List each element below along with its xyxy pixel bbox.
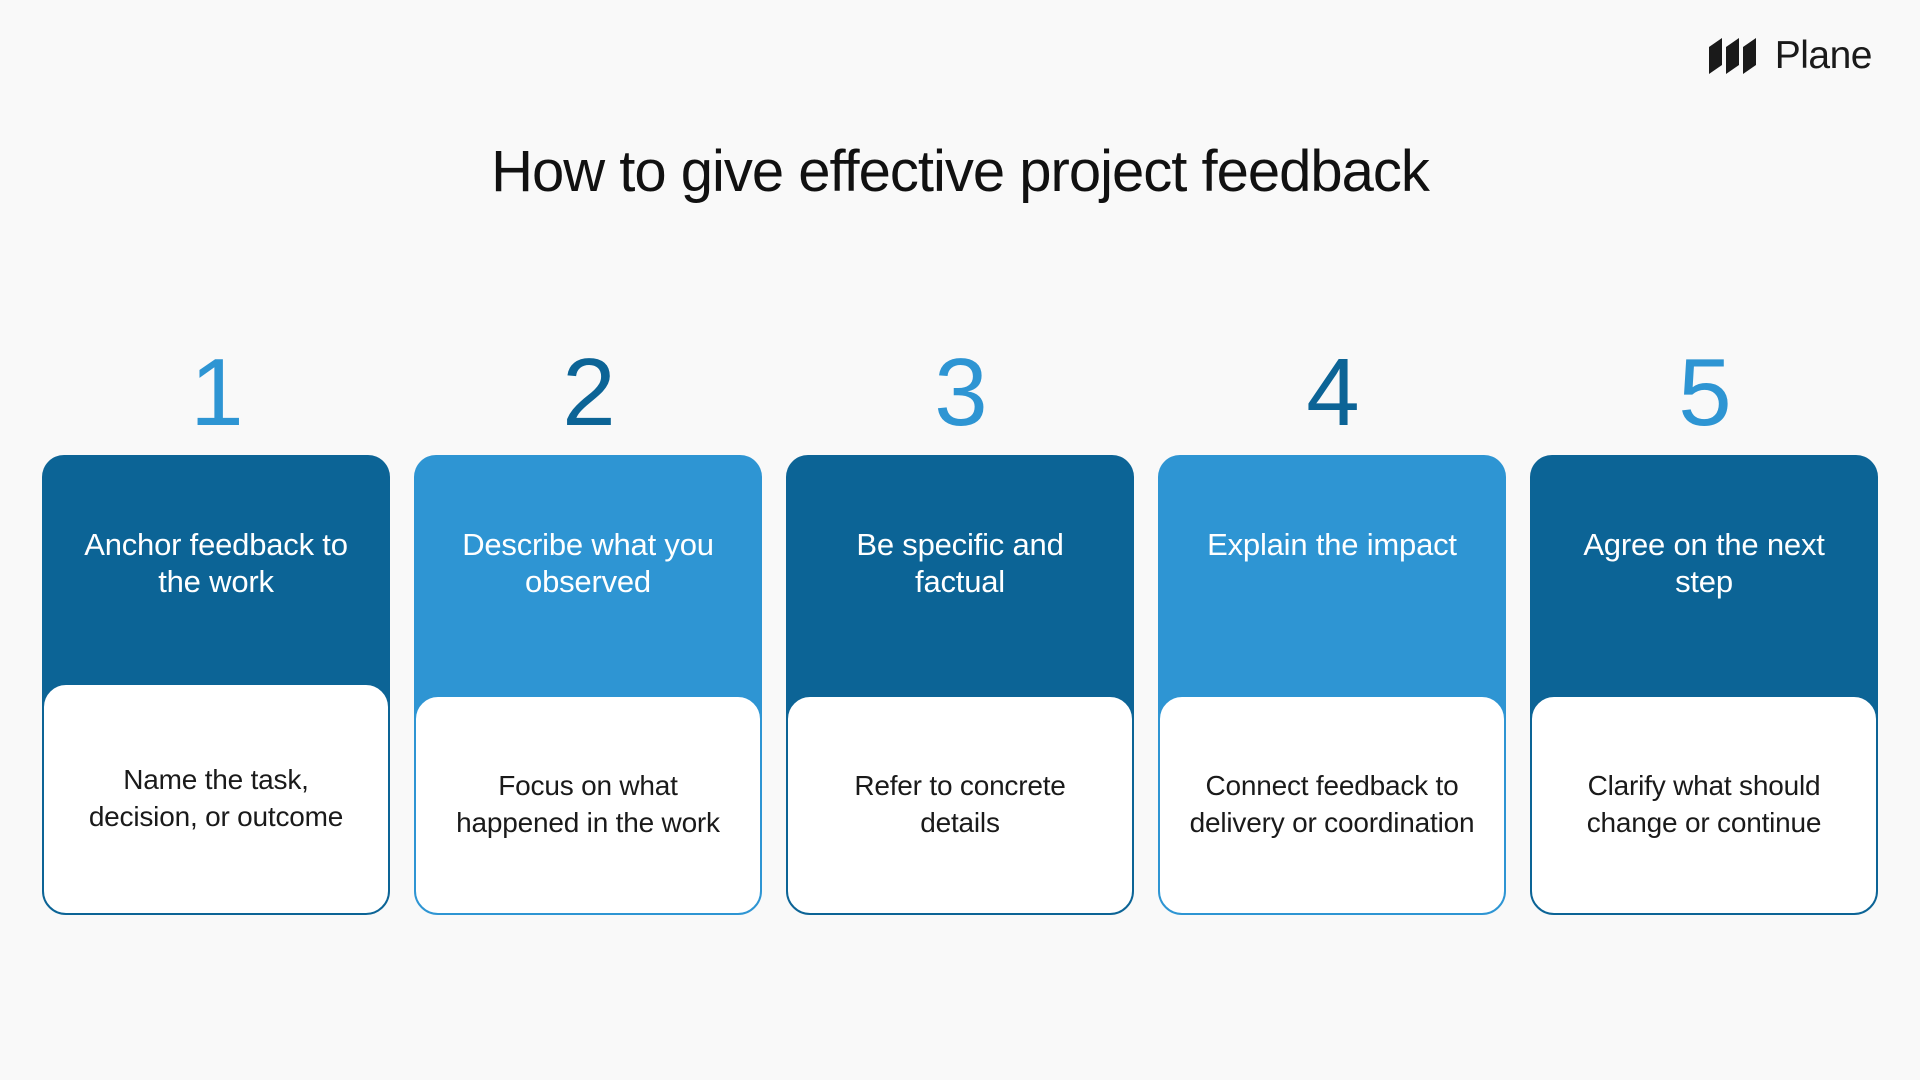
step-number-1: 1 (190, 339, 243, 446)
brand-logo: Plane (1708, 34, 1873, 77)
page-title: How to give effective project feedback (491, 139, 1430, 204)
step-body-2: Focus on what happened in the work (414, 695, 762, 915)
step-card-5: 5 Agree on the next step Clarify what sh… (1530, 345, 1878, 915)
step-card-4: 4 Explain the impact Connect feedback to… (1158, 345, 1506, 915)
step-card-2: 2 Describe what you observed Focus on wh… (414, 345, 762, 915)
step-body-text-3: Refer to concrete details (854, 770, 1066, 838)
step-body-text-2: Focus on what happened in the work (456, 770, 720, 838)
step-title-5: Agree on the next step (1583, 527, 1825, 599)
step-body-4: Connect feedback to delivery or coordina… (1158, 695, 1506, 915)
steps-row: 1 Anchor feedback to the work Name the t… (42, 345, 1878, 915)
step-number-5: 5 (1678, 339, 1731, 446)
plane-logo-icon (1708, 37, 1761, 74)
step-body-text-1: Name the task, decision, or outcome (88, 764, 344, 832)
brand-name: Plane (1774, 34, 1873, 77)
step-title-3: Be specific and factual (856, 527, 1064, 599)
step-body-text-5: Clarify what should change or continue (1586, 770, 1822, 838)
step-body-1: Name the task, decision, or outcome (42, 683, 390, 915)
step-title-4: Explain the impact (1207, 527, 1457, 562)
step-body-3: Refer to concrete details (786, 695, 1134, 915)
step-number-2: 2 (562, 339, 615, 446)
step-body-text-4: Connect feedback to delivery or coordina… (1189, 770, 1475, 838)
step-number-4: 4 (1306, 339, 1359, 446)
step-title-1: Anchor feedback to the work (84, 527, 348, 599)
step-number-3: 3 (934, 339, 987, 446)
step-card-1: 1 Anchor feedback to the work Name the t… (42, 345, 390, 915)
step-card-3: 3 Be specific and factual Refer to concr… (786, 345, 1134, 915)
step-title-2: Describe what you observed (462, 527, 714, 599)
step-body-5: Clarify what should change or continue (1530, 695, 1878, 915)
